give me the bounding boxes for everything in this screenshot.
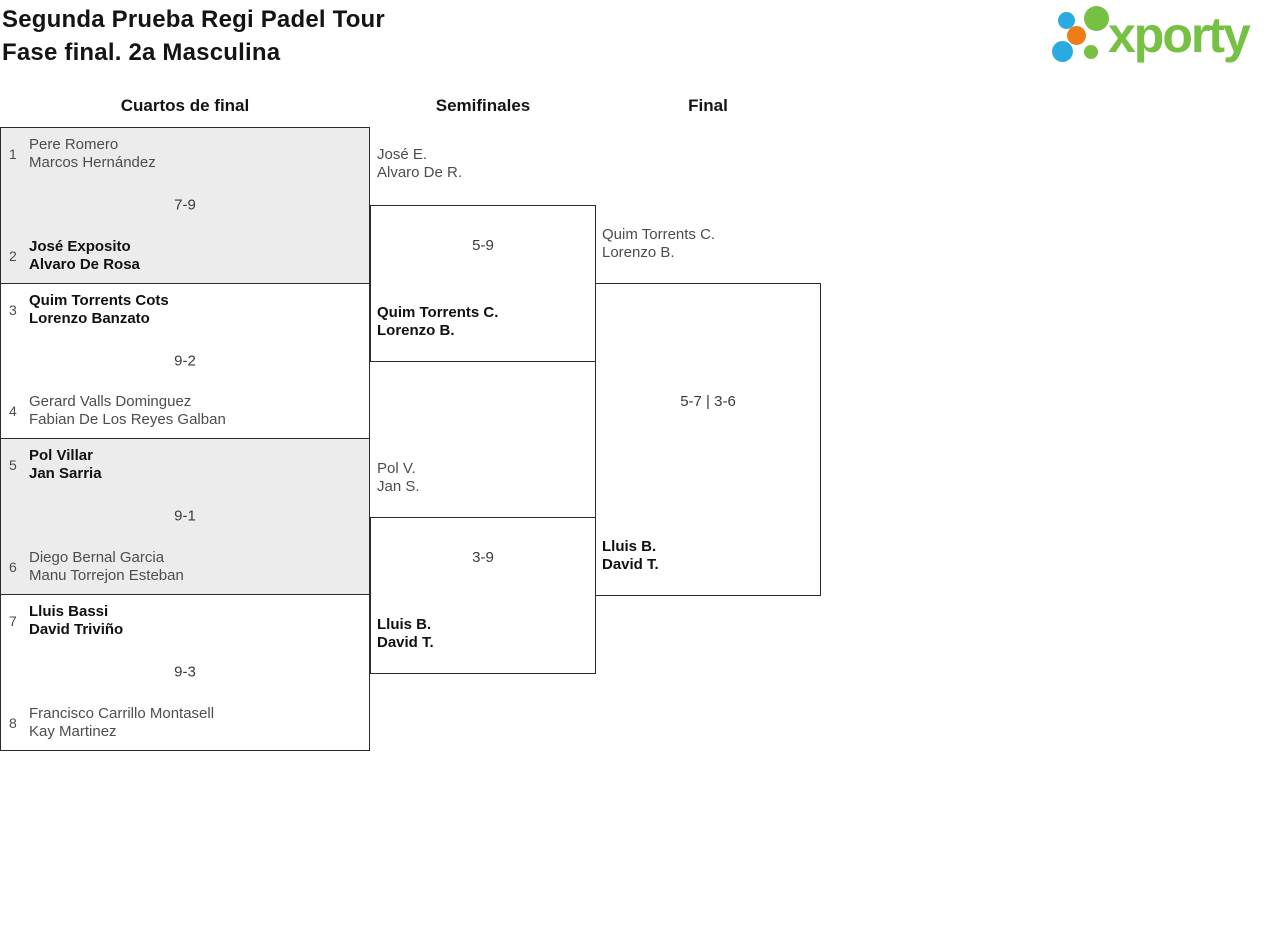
qf1-team-bottom[interactable]: 2 José Exposito Alvaro De Rosa [1,238,140,274]
team-names: Gerard Valls Dominguez Fabian De Los Rey… [29,393,226,428]
sf1-score: 5-9 [472,237,494,254]
sf2-score: 3-9 [472,549,494,566]
xporty-logo[interactable]: xporty [1048,0,1280,76]
tournament-title-line2: Fase final. 2a Masculina [2,39,281,66]
qf3-score: 9-1 [174,507,196,525]
seed-number: 6 [9,558,17,575]
final-score: 5-7 | 3-6 [680,393,736,410]
qf4-team-bottom[interactable]: 8 Francisco Carrillo Montasell Kay Marti… [1,705,214,741]
quarterfinals-column: 1 Pere Romero Marcos Hernández 7-9 2 Jos… [0,127,370,751]
sf1-team-bottom[interactable]: Quim Torrents C. Lorenzo B. [377,304,499,339]
sf2-team-bottom[interactable]: Lluis B. David T. [377,616,434,651]
seed-number: 8 [9,715,17,731]
seed-number: 2 [9,247,17,264]
qf2-team-top[interactable]: 3 Quim Torrents Cots Lorenzo Banzato [1,292,169,328]
logo-dot-green-big-icon [1084,6,1109,31]
final-team-top[interactable]: Quim Torrents C. Lorenzo B. [602,226,716,261]
sf1-team-top[interactable]: José E. Alvaro De R. [377,146,463,181]
qf4-score: 9-3 [174,663,196,681]
qf2-score: 9-2 [174,352,196,370]
logo-wordmark: xporty [1108,7,1251,63]
qf1-team-top[interactable]: 1 Pere Romero Marcos Hernández [1,136,156,172]
team-names: Pere Romero Marcos Hernández [29,136,156,171]
seed-number: 3 [9,301,17,318]
logo-dot-blue-big-icon [1052,41,1073,62]
logo-dot-orange-icon [1067,26,1086,45]
round-header-final: Final [688,96,728,115]
tournament-title: Segunda Prueba Regi Padel Tour Fase fina… [2,3,385,69]
qf-match-2: 3 Quim Torrents Cots Lorenzo Banzato 9-2… [1,283,369,439]
qf2-team-bottom[interactable]: 4 Gerard Valls Dominguez Fabian De Los R… [1,393,226,429]
final-match-box [595,283,821,596]
seed-number: 5 [9,457,17,473]
seed-number: 7 [9,612,17,629]
team-names: Lluis Bassi David Triviño [29,602,124,638]
team-names: José Exposito Alvaro De Rosa [29,237,140,273]
final-team-bottom[interactable]: Lluis B. David T. [602,538,659,573]
logo-dot-blue-small-icon [1058,12,1075,29]
qf-match-3: 5 Pol Villar Jan Sarria 9-1 6 Diego Bern… [1,439,369,595]
logo-dot-green-small-icon [1084,45,1098,59]
team-names: Quim Torrents Cots Lorenzo Banzato [29,291,169,327]
qf3-team-top[interactable]: 5 Pol Villar Jan Sarria [1,447,102,483]
tournament-title-line1: Segunda Prueba Regi Padel Tour [2,6,385,33]
qf3-team-bottom[interactable]: 6 Diego Bernal Garcia Manu Torrejon Este… [1,549,184,585]
sf2-team-top[interactable]: Pol V. Jan S. [377,460,420,495]
qf1-score: 7-9 [174,196,196,214]
round-header-quarterfinals: Cuartos de final [120,96,250,115]
team-names: Diego Bernal Garcia Manu Torrejon Esteba… [29,548,184,584]
team-names: Francisco Carrillo Montasell Kay Martine… [29,705,215,740]
seed-number: 4 [9,403,17,419]
round-header-semifinals: Semifinales [435,96,531,115]
seed-number: 1 [9,146,17,162]
team-names: Pol Villar Jan Sarria [29,447,102,482]
qf-match-4: 7 Lluis Bassi David Triviño 9-3 8 Franci… [1,594,369,750]
qf4-team-top[interactable]: 7 Lluis Bassi David Triviño [1,603,123,639]
qf-match-1: 1 Pere Romero Marcos Hernández 7-9 2 Jos… [1,128,369,284]
